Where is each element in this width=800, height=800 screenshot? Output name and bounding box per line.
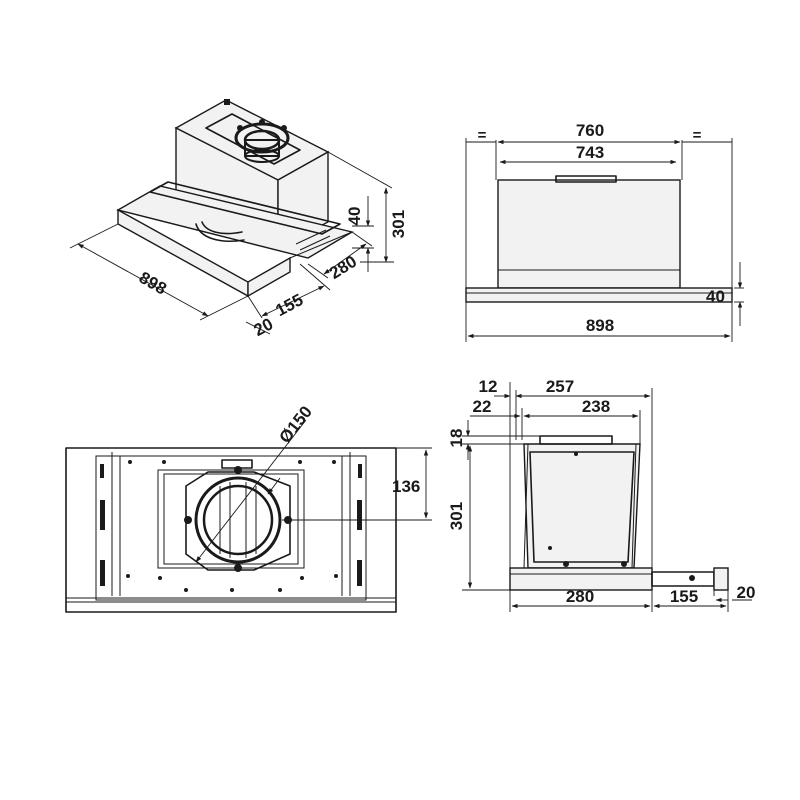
side-label-18: 18 [447, 429, 466, 448]
isometric-view: 898 280 155 20 40 301 [69, 99, 408, 340]
side-label-280: 280 [566, 587, 594, 606]
side-label-301: 301 [447, 502, 466, 530]
front-label-743: 743 [576, 143, 604, 162]
side-dim-20: 20 [713, 583, 756, 603]
front-label-898: 898 [586, 316, 614, 335]
side-label-22: 22 [473, 397, 492, 416]
top-label-diameter: Ø150 [275, 402, 316, 446]
side-dim-155: 155 [653, 587, 729, 612]
iso-motor-ring [234, 119, 290, 163]
front-label-760: 760 [576, 121, 604, 140]
front-dim-743: 743 [499, 143, 677, 165]
top-dim-136: 136 [282, 447, 432, 521]
side-dim-22: 22 [470, 397, 523, 440]
iso-dim-301: 301 [327, 151, 408, 263]
front-gap-right: = [693, 127, 702, 144]
iso-dim-20: 20 [245, 314, 277, 340]
front-dim-898: 898 [465, 302, 733, 342]
side-dim-257: 257 [515, 377, 653, 572]
side-dim-238: 238 [523, 397, 641, 444]
front-dim-760: 760 = = [465, 121, 733, 288]
side-view: 12 257 22 238 18 301 [447, 377, 755, 612]
iso-label-301: 301 [389, 210, 408, 238]
top-label-136: 136 [392, 477, 420, 496]
iso-label-155: 155 [272, 290, 306, 320]
side-label-257: 257 [546, 377, 574, 396]
side-dim-18: 18 [447, 420, 540, 460]
iso-label-280: 280 [326, 252, 360, 283]
side-label-20: 20 [737, 583, 756, 602]
iso-label-20: 20 [251, 314, 277, 340]
iso-label-898: 898 [136, 268, 170, 299]
side-label-155: 155 [670, 587, 698, 606]
side-dim-301: 301 [447, 445, 510, 591]
side-label-238: 238 [582, 397, 610, 416]
front-gap-left: = [478, 127, 487, 144]
iso-label-40: 40 [345, 207, 364, 226]
side-label-12: 12 [479, 377, 498, 396]
top-view: Ø150 136 [65, 402, 432, 613]
front-view: 760 = = 743 40 898 [465, 121, 744, 342]
iso-dim-40: 40 [345, 196, 374, 272]
front-dim-40: 40 [706, 262, 744, 326]
top-duct-ring [184, 459, 292, 572]
front-label-40: 40 [706, 287, 725, 306]
side-dim-280: 280 [509, 587, 653, 612]
